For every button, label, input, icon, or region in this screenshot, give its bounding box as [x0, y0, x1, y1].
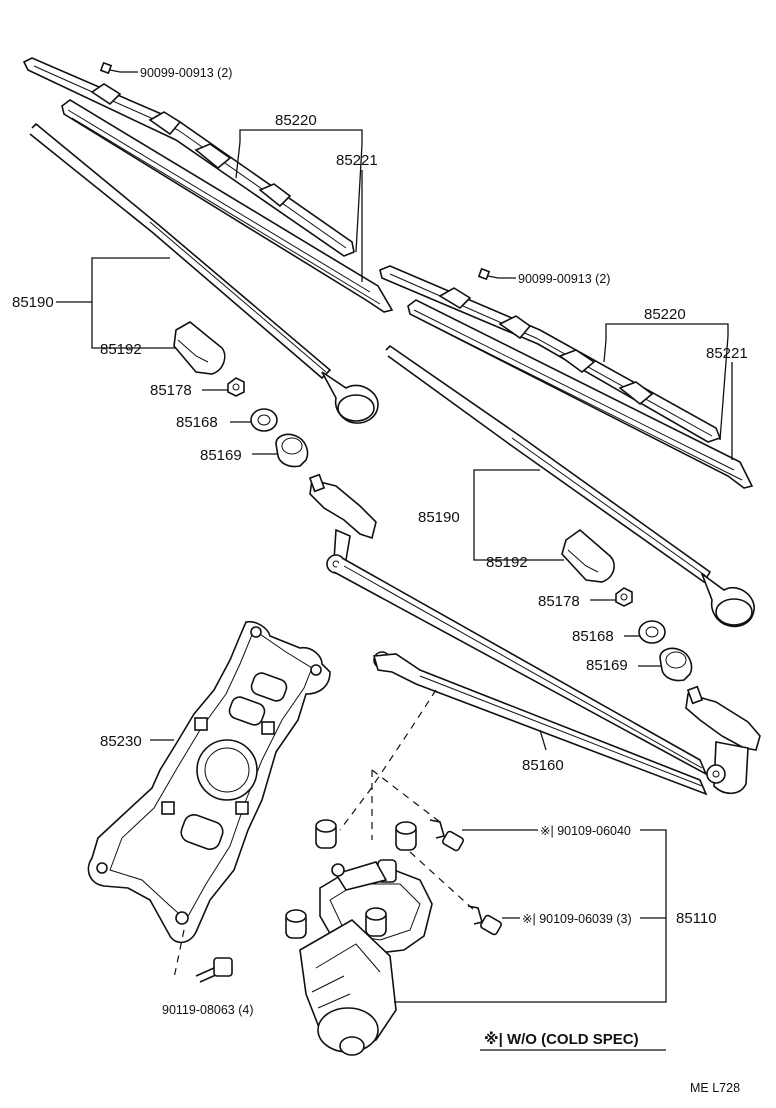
label-washer-right: 85168	[572, 628, 614, 645]
label-screw-upper-left: 90099-00913 (2)	[140, 66, 232, 80]
label-arm-left: 85190	[12, 294, 54, 311]
label-motor: 85110	[676, 910, 717, 927]
cushion-right	[659, 647, 693, 682]
wiper-blade-left	[22, 57, 394, 313]
screw-icon-upper-right	[477, 267, 499, 281]
label-cushion-right: 85169	[586, 657, 628, 674]
label-washer-left: 85168	[176, 414, 218, 431]
label-bolt-motor-b: ※| 90109-06039 (3)	[522, 912, 632, 926]
label-bolt-motor-a: ※| 90109-06040	[540, 824, 631, 838]
motor-stud	[285, 909, 307, 939]
bolt-icon-bracket	[195, 957, 233, 983]
label-cushion-left: 85169	[200, 447, 242, 464]
motor-stud	[315, 819, 337, 849]
label-blade-assy-left: 85220	[275, 112, 317, 129]
label-blade-left: 85221	[336, 152, 378, 169]
arm-cap-left	[173, 321, 226, 375]
label-blade-assy-right: 85220	[644, 306, 686, 323]
label-bracket: 85230	[100, 733, 142, 750]
assembly-guide-lines	[173, 689, 475, 979]
arm-cap-right	[561, 528, 615, 583]
wiper-link	[308, 473, 761, 796]
wiper-arm-left	[29, 122, 379, 424]
motor-stud	[365, 907, 387, 937]
wiper-arm-right	[385, 344, 755, 628]
cold-spec-note: ※| W/O (COLD SPEC)	[484, 1030, 639, 1048]
motor-bracket	[87, 620, 331, 944]
nut-left	[227, 377, 245, 397]
nut-right	[615, 587, 633, 607]
bolt-icon-motor-b	[467, 905, 502, 936]
cushion-left	[275, 433, 309, 468]
washer-left	[250, 408, 278, 432]
label-blade-right: 85221	[706, 345, 748, 362]
label-cap-right: 85192	[486, 554, 528, 571]
label-nut-right: 85178	[538, 593, 580, 610]
wiper-motor	[285, 819, 433, 1056]
screw-icon-upper-left	[99, 61, 121, 75]
label-screw-upper-right: 90099-00913 (2)	[518, 272, 610, 286]
leader-lines	[56, 71, 733, 1051]
washer-right	[638, 620, 666, 644]
label-nut-left: 85178	[150, 382, 192, 399]
wiper-blade-right	[379, 265, 754, 489]
bolt-icon-motor-a	[429, 819, 464, 852]
label-link: 85160	[522, 757, 564, 774]
label-bolt-bracket: 90119-08063 (4)	[162, 1003, 254, 1017]
label-arm-right: 85190	[418, 509, 460, 526]
diagram-code: ME L728	[690, 1081, 740, 1095]
label-cap-left: 85192	[100, 341, 142, 358]
motor-stud	[395, 821, 417, 851]
